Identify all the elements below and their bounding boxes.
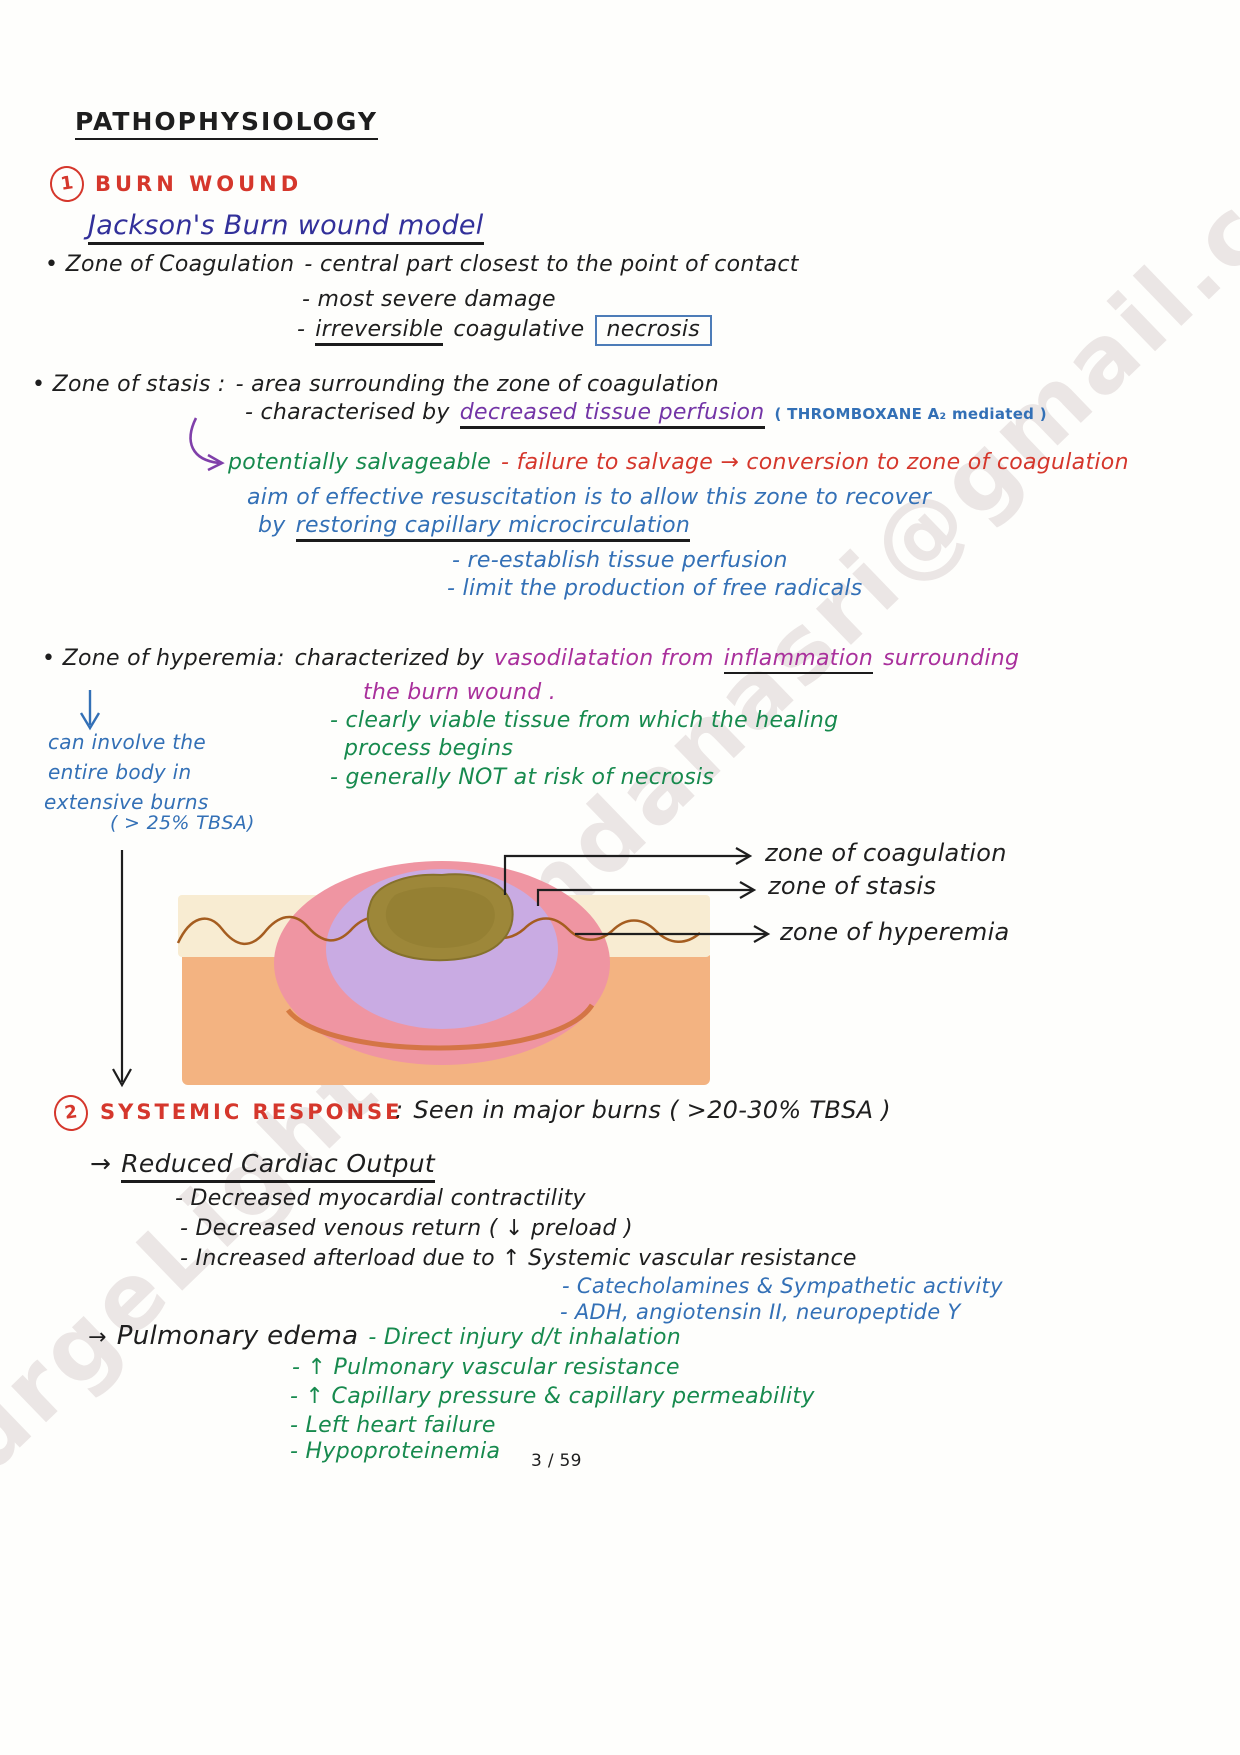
label-zone-coagulation: zone of coagulation [765, 839, 1007, 867]
cardiac-sub1: - Catecholamines & Sympathetic activity [562, 1274, 1003, 1298]
burn-wound-text: the burn wound . [363, 680, 557, 705]
zone-coagulation-dash1: - central part closest to the point of c… [304, 252, 799, 277]
pulmonary-dash2: - ↑ Capillary pressure & capillary perme… [290, 1384, 815, 1409]
margin-note-4: ( > 25% TBSA) [110, 812, 255, 834]
label-zone-stasis: zone of stasis [768, 872, 937, 900]
vasodilatation-text: vasodilatation from [493, 646, 714, 671]
zone-coagulation-line: • Zone of Coagulation - central part clo… [45, 252, 799, 277]
cardiac-title-line: → Reduced Cardiac Output [90, 1149, 435, 1183]
coagulative-word: coagulative [453, 317, 585, 342]
decreased-perfusion-highlight: decreased tissue perfusion [459, 400, 765, 430]
zone-stasis-name: • Zone of stasis : [32, 372, 226, 397]
page-number: 3 / 59 [531, 1451, 582, 1471]
label-zone-hyperemia: zone of hyperemia [780, 918, 1010, 946]
cardiac-dash2: - Decreased venous return ( ↓ preload ) [180, 1216, 633, 1241]
model-title: Jackson's Burn wound model [88, 210, 484, 246]
surrounding-text: surrounding [883, 646, 1020, 671]
coagulation-shading [385, 887, 495, 948]
hyperemia-dash1a: - clearly viable tissue from which the h… [330, 708, 839, 733]
pulmonary-dash3: - Left heart failure [290, 1413, 496, 1438]
aim-by: by [258, 513, 286, 538]
restoring-microcirculation-underlined: restoring capillary microcirculation [295, 513, 691, 543]
cardiac-sub2: - ADH, angiotensin II, neuropeptide Y [560, 1300, 961, 1324]
failure-to-salvage: - failure to salvage → conversion to zon… [501, 450, 1129, 475]
zone-stasis-dash1: - area surrounding the zone of coagulati… [235, 372, 719, 397]
irreversible-underlined: irreversible [315, 317, 444, 347]
salvageable-line: potentially salvageable - failure to sal… [228, 450, 1129, 475]
pulmonary-dash1: - ↑ Pulmonary vascular resistance [292, 1355, 680, 1380]
burn-zones-diagram [176, 861, 710, 1085]
zone-stasis-dash2: - characterised by decreased tissue perf… [245, 400, 1047, 430]
inflammation-underlined: inflammation [723, 646, 874, 675]
zone-coagulation-dash3: - irreversible coagulative necrosis [297, 315, 713, 347]
stasis-dash2-prefix: - characterised by [245, 400, 450, 425]
cardiac-title: Reduced Cardiac Output [121, 1149, 435, 1183]
pulmonary-title: Pulmonary edema [116, 1321, 359, 1351]
hyperemia-dash1b: process begins [344, 736, 514, 761]
dash-glyph: - [297, 317, 306, 342]
section-2-heading: SYSTEMIC RESPONSE [100, 1100, 403, 1124]
necrosis-boxed: necrosis [594, 315, 713, 347]
zone-hyperemia-name: • Zone of hyperemia: [42, 646, 285, 671]
zone-hyperemia-line: • Zone of hyperemia: characterized by va… [42, 646, 1020, 675]
pulmonary-title-line: → Pulmonary edema - Direct injury d/t in… [88, 1321, 682, 1352]
zone-coagulation-name: • Zone of Coagulation [45, 252, 295, 277]
pulmonary-dash4: - Hypoproteinemia [290, 1439, 501, 1464]
pulmonary-dash0: - Direct injury d/t inhalation [368, 1325, 682, 1350]
hyperemia-char-prefix: characterized by [294, 646, 484, 671]
margin-note-2: entire body in [48, 760, 192, 784]
cardiac-dash1: - Decreased myocardial contractility [175, 1186, 586, 1211]
section-1-number: 1 [47, 163, 87, 205]
section-1-heading: BURN WOUND [95, 172, 303, 196]
aim-dash1: - re-establish tissue perfusion [452, 548, 788, 573]
cardiac-dash3: - Increased afterload due to ↑ Systemic … [180, 1246, 857, 1271]
margin-note-1: can involve the [48, 730, 206, 754]
pulmonary-arrow-glyph: → [88, 1325, 107, 1350]
zone-coagulation-dash2: - most severe damage [302, 287, 556, 312]
aim-line1: aim of effective resuscitation is to all… [247, 485, 932, 510]
page-title: PATHOPHYSIOLOGY [75, 107, 378, 140]
hyperemia-dash2: - generally NOT at risk of necrosis [330, 765, 715, 790]
section-2-subtitle: Seen in major burns ( >20-30% TBSA ) [413, 1096, 891, 1124]
aim-dash2: - limit the production of free radicals [447, 576, 863, 601]
zone-stasis-line: • Zone of stasis : - area surrounding th… [32, 372, 719, 397]
section-2-subtitle-line: : Seen in major burns ( >20-30% TBSA ) [395, 1096, 891, 1125]
section-2-number: 2 [51, 1092, 91, 1134]
salvageable-curved-arrow [189, 417, 225, 472]
section-2-colon: : [395, 1096, 404, 1124]
thromboxane-note: ( THROMBOXANE A₂ mediated ) [774, 405, 1047, 424]
hyperemia-under-shadow [285, 1003, 595, 1051]
cardiac-arrow-glyph: → [90, 1149, 112, 1178]
long-down-arrow [112, 850, 132, 1088]
margin-note-3: extensive burns [44, 790, 209, 814]
aim-line2: by restoring capillary microcirculation [258, 513, 691, 543]
margin-down-arrow [79, 690, 101, 731]
potentially-salvageable: potentially salvageable [228, 450, 492, 475]
